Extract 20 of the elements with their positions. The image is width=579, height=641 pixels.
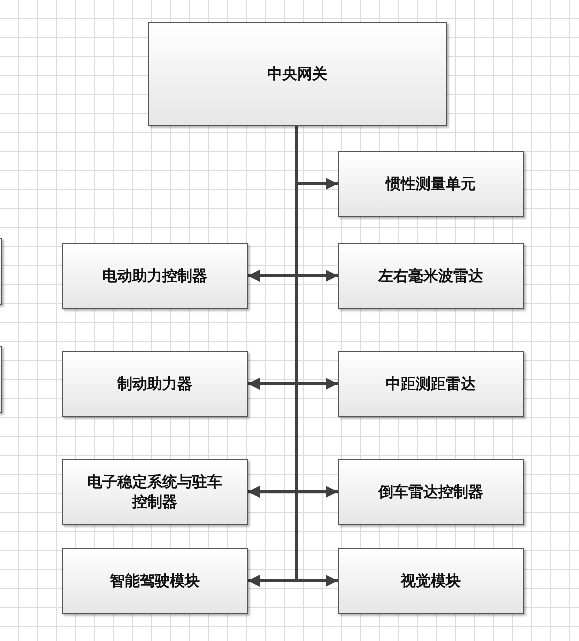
module-box [62, 243, 248, 309]
node-label: 倒车雷达控制器 [377, 482, 484, 502]
module-box [338, 243, 524, 309]
node-label: 中央网关 [266, 64, 328, 84]
gateway-box [148, 22, 447, 126]
module-box [338, 459, 524, 525]
node-label: 惯性测量单元 [384, 174, 477, 194]
node-label: 电子稳定系统与驻车控制器 [86, 472, 224, 512]
node-label: 智能驾驶模块 [109, 570, 201, 592]
module-box [338, 351, 524, 417]
module-box [62, 548, 248, 614]
node-label: 制动助力器 [116, 374, 194, 394]
node-label: 中距测距雷达 [385, 374, 477, 394]
node-label: 电动助力控制器 [102, 266, 208, 286]
node-label: 左右毫米波雷达 [377, 266, 484, 286]
module-box [62, 459, 248, 525]
module-box [338, 548, 524, 614]
module-box [338, 151, 524, 217]
module-box [62, 351, 248, 417]
node-label: 视觉模块 [400, 570, 462, 592]
